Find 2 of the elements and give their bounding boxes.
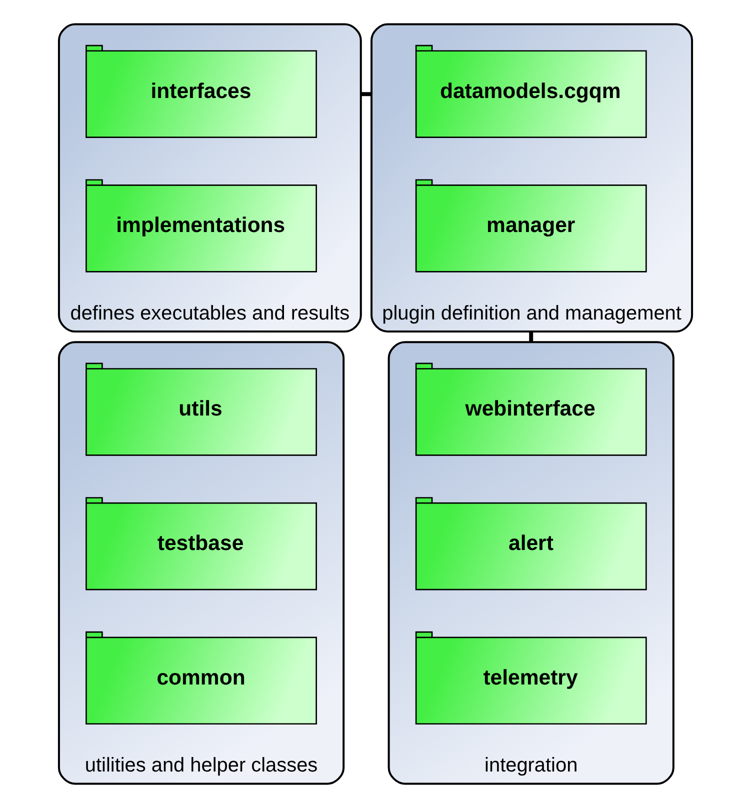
connector: [528, 332, 533, 342]
connector: [360, 92, 371, 96]
